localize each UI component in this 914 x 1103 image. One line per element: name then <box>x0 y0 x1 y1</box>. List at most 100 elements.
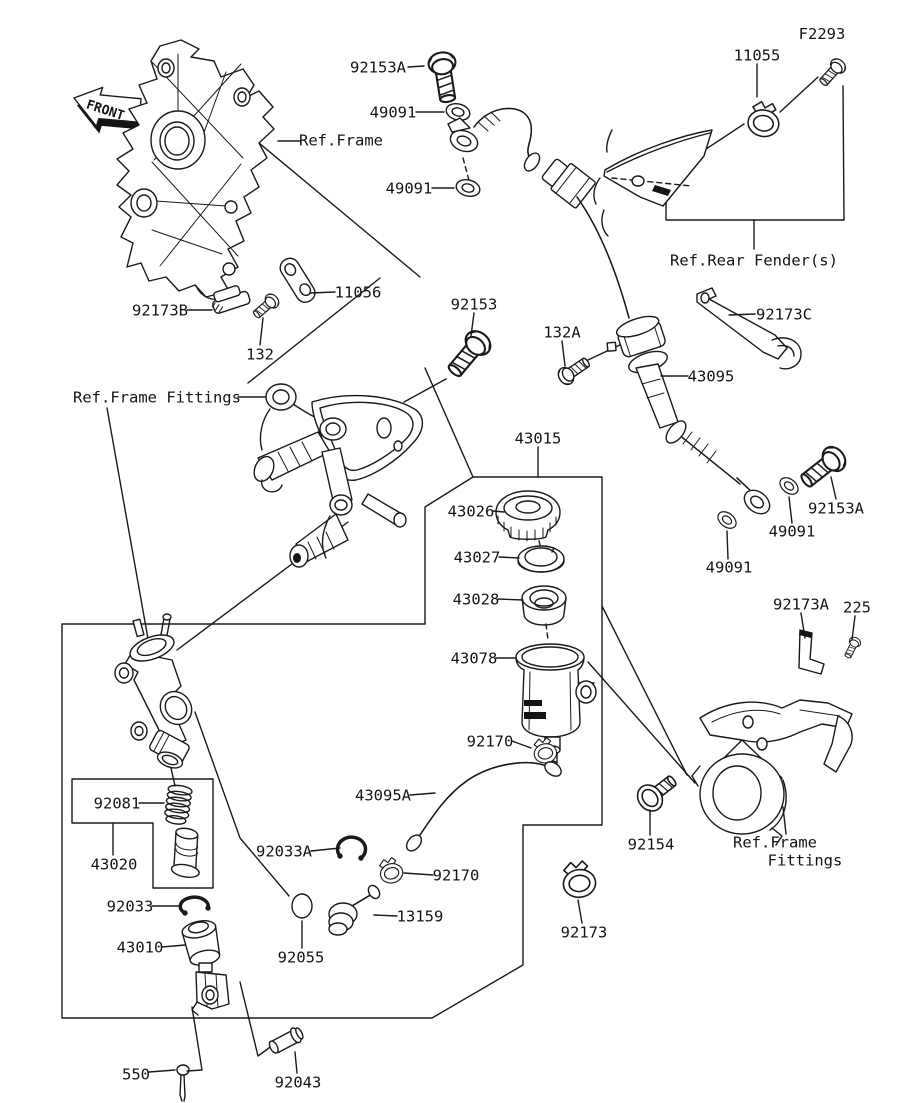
screw-top-right <box>815 55 849 90</box>
clamp-92170-hose <box>376 855 406 887</box>
assembly-box-main <box>61 476 603 1019</box>
align-label-to-cylinder <box>106 407 151 651</box>
circlip-92033 <box>178 895 211 916</box>
bracket-11056 <box>279 257 316 303</box>
part-label-92170-res: 92170 <box>467 733 514 751</box>
leader-92153 <box>470 312 475 337</box>
leader-132A <box>561 340 566 367</box>
part-label-43095A: 43095A <box>355 787 412 805</box>
axis-cap <box>538 540 542 550</box>
joint-pin-92043 <box>268 1027 304 1054</box>
washer-49091-top2 <box>453 176 483 200</box>
hose-43095A <box>405 761 562 852</box>
leader-92173C <box>728 313 756 316</box>
leader-92153A-top <box>407 65 425 68</box>
leader-92043 <box>294 1051 298 1074</box>
leader-49091-right2 <box>726 530 729 560</box>
o-ring-92055 <box>291 893 313 919</box>
snap-ring-92033A <box>335 835 368 861</box>
part-label-92173A: 92173A <box>773 596 830 614</box>
part-label-92173B: 92173B <box>132 302 188 320</box>
part-label-132: 132 <box>246 346 274 364</box>
part-label-92043: 92043 <box>275 1074 322 1092</box>
front-arrow: FRONT <box>73 86 144 134</box>
align-frame-b <box>247 277 381 384</box>
align-port-to-elbow <box>194 711 290 897</box>
reservoir-cap-43026 <box>495 490 561 542</box>
part-label-ref-frame-fittings-left: Ref.Frame Fittings <box>73 389 241 407</box>
leader-43095A <box>409 792 436 796</box>
part-label-13159: 13159 <box>397 908 444 926</box>
leader-ref-frame-fittings-right-1 <box>782 806 787 835</box>
part-label-92081: 92081 <box>94 795 141 813</box>
part-label-550: 550 <box>122 1066 150 1084</box>
bolt-132 <box>249 290 283 322</box>
banjo-bolt-92153A-right <box>795 441 852 494</box>
leader-92153A-right <box>830 476 837 500</box>
part-label-92173: 92173 <box>561 924 608 942</box>
part-label-92153: 92153 <box>451 296 498 314</box>
bolt-92153 <box>441 325 497 383</box>
clamp-to-screw <box>779 76 819 113</box>
part-label-43027: 43027 <box>454 549 501 567</box>
leader-550 <box>148 1069 176 1073</box>
hose-43095-joint <box>606 315 679 429</box>
bolt-92154 <box>636 770 681 812</box>
fender-ref-box <box>665 85 845 221</box>
part-label-92154: 92154 <box>628 836 675 854</box>
leader-43027 <box>498 556 520 559</box>
part-label-49091-right1: 49091 <box>769 523 816 541</box>
part-label-132A: 132A <box>543 324 581 342</box>
leader-92170-hose <box>403 872 434 876</box>
part-label-43095: 43095 <box>688 368 735 386</box>
axis-grommet <box>545 623 549 641</box>
part-label-49091-top2: 49091 <box>386 180 433 198</box>
leader-132 <box>259 317 264 346</box>
part-label-92153A-top: 92153A <box>350 59 407 77</box>
leader-43010 <box>161 944 186 948</box>
master-cylinder-drawing <box>114 613 193 769</box>
frame-part-drawing <box>116 39 275 301</box>
part-label-ref-frame-fittings-right-1: Ref.Frame <box>733 834 817 852</box>
cotter-pin-550 <box>176 1064 190 1102</box>
diaphragm-43028 <box>521 585 567 626</box>
align-frame-a <box>246 132 421 278</box>
washer-49091-right1 <box>776 473 802 499</box>
part-label-11055: 11055 <box>734 47 781 65</box>
clevis-to-pin <box>239 981 274 1057</box>
part-label-43015: 43015 <box>515 430 562 448</box>
diaphragm-plate-43027 <box>517 545 565 573</box>
stay-92173C <box>696 287 802 370</box>
axis-132A <box>587 342 625 361</box>
bracket-92173A <box>798 629 825 675</box>
leader-43028 <box>497 598 524 601</box>
brake-hose-upper <box>473 107 630 319</box>
align-box-corner <box>424 367 474 478</box>
part-label-ref-frame-fittings-right-2: Fittings <box>768 852 843 870</box>
part-label-92170-hose: 92170 <box>433 867 480 885</box>
pushrod-43010 <box>181 920 230 1016</box>
reservoir-43078 <box>515 643 597 768</box>
leader-92170-res <box>511 740 532 749</box>
assembly-box-43020 <box>71 778 214 889</box>
rear-fender-drawing <box>593 129 713 237</box>
clevis-to-cotter <box>186 1006 203 1072</box>
clamp-92173 <box>559 858 599 901</box>
part-label-92055: 92055 <box>278 949 325 967</box>
part-label-92173C: 92173C <box>756 306 812 324</box>
heel-guard-bracket <box>253 383 423 568</box>
leader-92173 <box>577 899 583 924</box>
leader-92033A <box>310 847 341 852</box>
part-label-43028: 43028 <box>453 591 500 609</box>
leader-225 <box>851 615 856 641</box>
washer-49091-right2 <box>714 507 740 533</box>
bracket-92173B <box>211 285 251 314</box>
part-label-49091-right2: 49091 <box>706 559 753 577</box>
elbow-13159 <box>328 884 381 936</box>
leader-92173A <box>800 612 806 639</box>
part-label-49091-top1: 49091 <box>370 104 417 122</box>
align-reservoir-to-fitting <box>587 661 696 784</box>
part-label-43026: 43026 <box>448 503 495 521</box>
part-label-225: 225 <box>843 599 871 617</box>
